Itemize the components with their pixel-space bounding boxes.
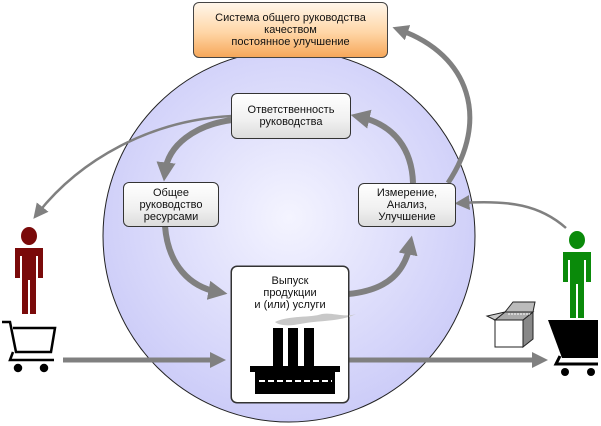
arrow-responsibility-to-customer <box>33 114 233 219</box>
output-line-1: Выпуск <box>271 275 309 287</box>
measurement-line-3: Улучшение <box>378 211 436 223</box>
management-responsibility-box: Ответственность руководства <box>231 93 351 139</box>
resource-management-box: Общее руководство ресурсами <box>123 182 219 227</box>
product-open-box-icon <box>485 301 536 349</box>
measurement-line-2: Анализ, <box>386 199 428 211</box>
title-line-2: качеством <box>264 24 317 36</box>
measurement-analysis-improvement-box: Измерение, Анализ, Улучшение <box>358 183 456 227</box>
arrow-resources-to-output <box>162 225 228 300</box>
output-line-3: и (или) услуги <box>254 299 326 311</box>
quality-management-system-box: Система общего руководства качеством пос… <box>193 2 388 58</box>
resources-line-3: ресурсами <box>143 210 199 223</box>
arrow-responsibility-to-resources <box>156 117 233 182</box>
factory-icon <box>250 313 356 394</box>
arrow-measurement-to-responsibility <box>350 109 416 184</box>
output-line-2: продукции <box>263 287 317 299</box>
cart-right-shopping-cart-icon <box>548 320 598 376</box>
customer-right-person-icon <box>563 231 591 318</box>
arrow-customer-to-measurement <box>454 195 567 229</box>
title-line-3: постоянное улучшение <box>231 36 350 48</box>
arrow-output-to-measurement <box>347 235 418 297</box>
customer-left-person-icon <box>15 227 43 314</box>
responsibility-line-2: руководства <box>259 116 323 128</box>
measurement-line-1: Измерение, <box>376 187 438 199</box>
arrow-measurement-to-system <box>392 25 473 185</box>
resources-line-2: руководство <box>139 198 203 211</box>
product-output-box: Выпуск продукции и (или) услуги <box>231 266 349 403</box>
resources-line-1: Общее <box>152 186 190 199</box>
title-line-1: Система общего руководства <box>215 12 366 24</box>
cart-left-shopping-cart-icon <box>2 320 57 373</box>
responsibility-line-1: Ответственность <box>247 104 335 116</box>
